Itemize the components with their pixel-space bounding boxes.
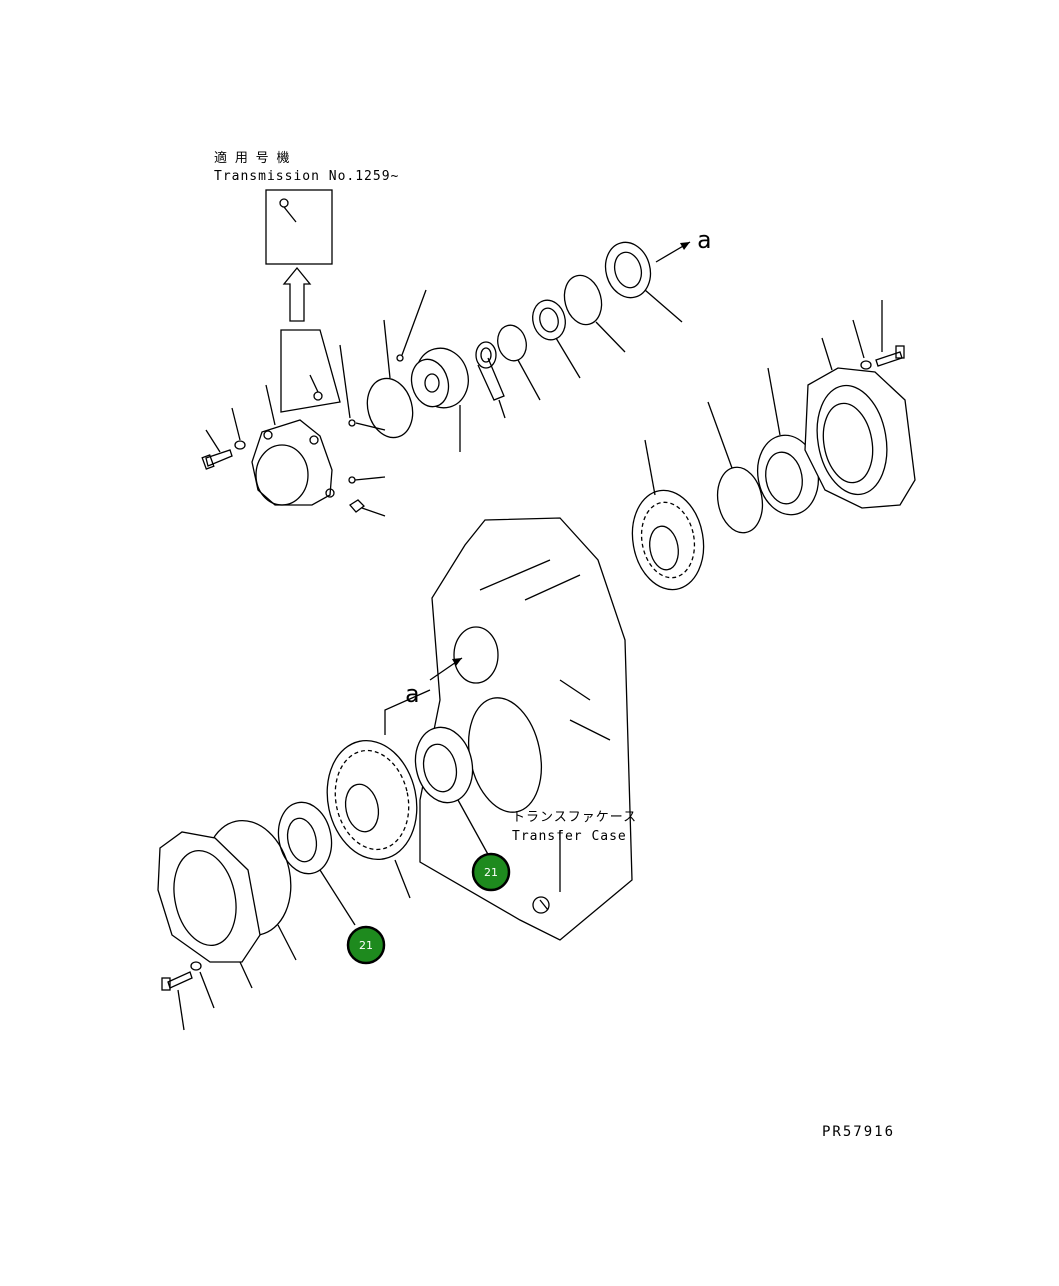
arrow-label-a-left: a — [405, 680, 419, 708]
snap-ring-large — [563, 274, 626, 353]
gear-right — [631, 439, 705, 591]
bearing-small — [532, 299, 581, 379]
transfer-case-jp-label: トランスファケース — [512, 810, 637, 825]
cover-lower — [157, 831, 261, 989]
callout-marker[interactable]: 21 — [346, 925, 386, 965]
callout-number: 21 — [484, 866, 498, 879]
bearing-lower-right — [414, 726, 474, 804]
oil-seal — [604, 241, 683, 323]
arrow-a-top — [655, 241, 691, 263]
drawing-number: PR57916 — [822, 1124, 895, 1140]
callout-number: 21 — [359, 939, 373, 952]
bolt-lower — [161, 971, 193, 1031]
transfer-case-en-label: Transfer Case — [512, 829, 627, 844]
arrow-a-left — [384, 657, 463, 735]
collar — [475, 341, 506, 419]
bolt-icon — [201, 429, 233, 470]
snap-ring-small — [497, 324, 541, 401]
washer-right — [852, 319, 872, 370]
callout-marker[interactable]: 21 — [471, 852, 511, 892]
up-arrow-icon — [282, 266, 312, 322]
leader-line-bearing — [457, 799, 491, 859]
gear-lower — [326, 739, 418, 899]
bolt-right — [875, 300, 905, 367]
washer-lower — [190, 961, 215, 1009]
arrow-label-a-top: a — [697, 226, 711, 254]
hub-flange — [396, 289, 469, 452]
plug-icon — [348, 419, 386, 517]
gasket — [366, 319, 414, 439]
cover-right — [804, 337, 916, 509]
inset-box — [265, 189, 333, 265]
pump-housing — [251, 384, 335, 506]
applicability-en-label: Transmission No.1259~ — [214, 169, 399, 184]
applicability-jp-label: 適 用 号 機 — [214, 150, 289, 166]
transfer-case-body — [419, 517, 633, 941]
detail-box — [280, 329, 351, 419]
bearing-lower-left — [277, 801, 356, 926]
bearing-right — [757, 367, 819, 516]
snap-ring-right — [707, 401, 764, 534]
washer-icon — [231, 407, 246, 450]
